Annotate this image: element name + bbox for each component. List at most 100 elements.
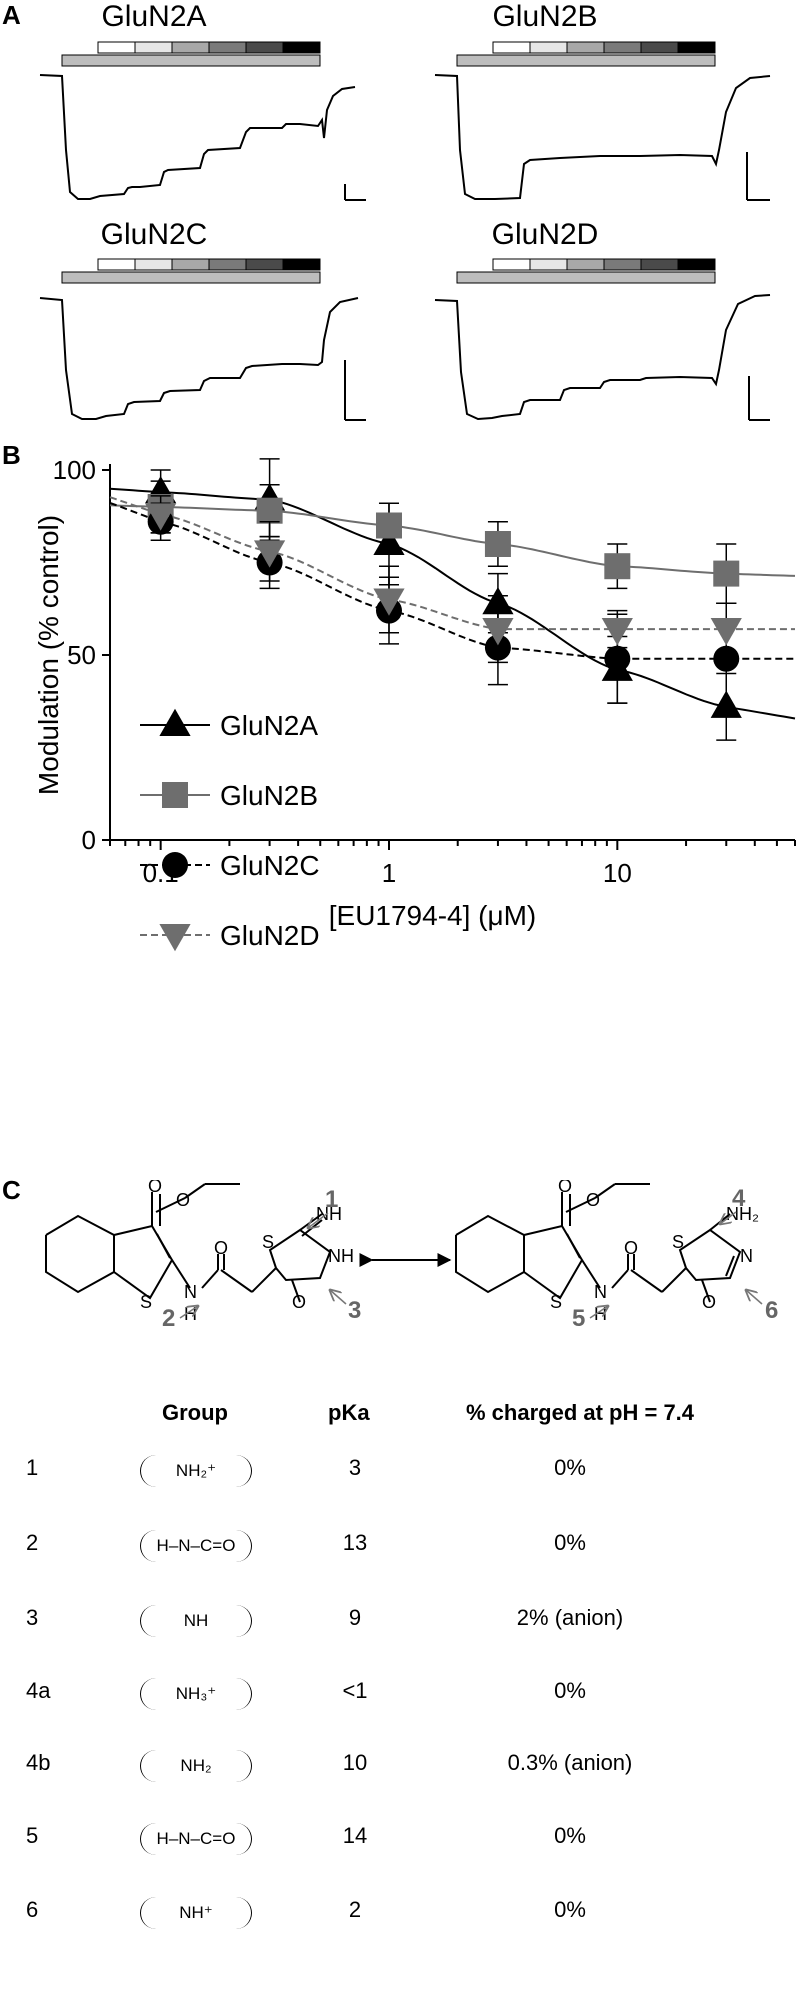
data-point-glun2c — [604, 645, 631, 672]
structure-left-atoms: O O S N H O S NH NH O — [140, 1180, 354, 1324]
data-point-glun2c — [713, 645, 740, 672]
trace-glun2a — [39, 41, 366, 201]
row-group-structure: NH₂⁺ — [140, 1455, 252, 1487]
data-point-glun2d — [710, 618, 742, 646]
current-trace-glun2a — [39, 74, 356, 200]
fit-curve-glun2a — [109, 487, 796, 720]
chemical-structures: O O S N H O S NH NH O O O S N H — [45, 1180, 778, 1332]
legend-label-glun2a: GluN2A — [220, 710, 318, 741]
trace-title-glun2d: GluN2D — [491, 218, 599, 251]
row-pka: 13 — [342, 1530, 368, 1555]
svg-text:O: O — [624, 1238, 638, 1258]
header-charged: % charged at pH = 7.4 — [466, 1400, 695, 1425]
data-point-glun2d — [373, 588, 405, 616]
x-axis-label: [EU1794-4] (μM) — [329, 900, 537, 931]
svg-text:N: N — [184, 1282, 197, 1302]
panel-letter-c: C — [2, 1175, 21, 1205]
data-point-glun2b — [256, 497, 283, 524]
trace-title-glun2a: GluN2A — [101, 0, 207, 33]
current-trace-glun2c — [39, 297, 359, 420]
legend-label-glun2b: GluN2B — [220, 780, 318, 811]
row-id: 1 — [26, 1455, 39, 1480]
row-id: 6 — [26, 1897, 39, 1922]
svg-text:NH₂: NH₂ — [726, 1204, 759, 1224]
data-point-glun2b — [713, 560, 740, 587]
svg-text:O: O — [558, 1180, 572, 1196]
svg-text:N: N — [740, 1246, 753, 1266]
svg-text:S: S — [550, 1292, 562, 1312]
scale-bar-glun2c — [344, 360, 366, 421]
scale-bar-glun2d — [748, 376, 770, 421]
row-pka: 10 — [342, 1750, 368, 1775]
svg-text:5: 5 — [572, 1305, 585, 1332]
svg-text:O: O — [702, 1292, 716, 1312]
legend-marker-glun2d — [159, 923, 191, 952]
legend-marker-glun2a — [159, 708, 191, 737]
structure-right-atoms: O O S N H O S NH₂ N O — [550, 1180, 759, 1324]
svg-text:S: S — [262, 1232, 274, 1252]
x-tick-label: 1 — [382, 858, 396, 888]
svg-text:O: O — [148, 1180, 162, 1196]
svg-text:O: O — [214, 1238, 228, 1258]
svg-text:S: S — [140, 1292, 152, 1312]
row-charged: 0% — [554, 1455, 586, 1480]
scale-bar-glun2a — [344, 184, 366, 201]
legend-marker-glun2b — [162, 782, 188, 808]
row-charged: 0% — [554, 1678, 586, 1703]
row-id: 4a — [26, 1678, 51, 1703]
svg-text:N: N — [594, 1282, 607, 1302]
row-pka: 14 — [342, 1823, 368, 1848]
row-id: 5 — [26, 1823, 39, 1848]
svg-text:6: 6 — [765, 1297, 778, 1324]
row-id: 3 — [26, 1605, 39, 1630]
header-pka: pKa — [328, 1400, 370, 1425]
header-group: Group — [162, 1400, 228, 1425]
row-group-structure: NH₃⁺ — [140, 1678, 252, 1710]
fit-curve-glun2d — [109, 496, 795, 631]
svg-text:O: O — [176, 1190, 190, 1210]
legend-marker-glun2c — [162, 852, 188, 878]
data-point-glun2d — [482, 618, 514, 646]
row-pka: 3 — [348, 1455, 362, 1480]
svg-text:O: O — [586, 1190, 600, 1210]
fit-curve-glun2b — [109, 504, 796, 577]
svg-text:2: 2 — [162, 1305, 175, 1332]
y-tick-label: 50 — [67, 640, 96, 670]
scale-bar-glun2b — [746, 152, 770, 201]
data-point-glun2d — [253, 540, 286, 568]
row-charged: 0% — [554, 1530, 586, 1555]
y-axis-label: Modulation (% control) — [33, 515, 64, 795]
structure-amine-tautomer — [455, 1183, 742, 1303]
y-tick-label: 0 — [82, 825, 96, 855]
svg-text:1: 1 — [325, 1186, 338, 1213]
structure-imine-tautomer — [45, 1183, 332, 1303]
trace-glun2c — [39, 258, 366, 421]
trace-glun2d — [434, 258, 771, 421]
svg-text:3: 3 — [348, 1297, 361, 1324]
concentration-bar-glun2c — [61, 258, 321, 284]
row-group-structure: NH — [140, 1605, 252, 1637]
legend-label-glun2c: GluN2C — [220, 850, 320, 881]
data-point-glun2d — [601, 618, 633, 646]
row-group-structure: NH⁺ — [140, 1897, 252, 1929]
row-charged: 0% — [554, 1897, 586, 1922]
row-charged: 0.3% (anion) — [507, 1750, 633, 1775]
row-id: 4b — [26, 1750, 51, 1775]
data-point-glun2d — [145, 503, 177, 531]
row-charged: 2% (anion) — [516, 1605, 624, 1630]
data-point-glun2b — [375, 512, 402, 539]
concentration-bar-glun2a — [61, 41, 321, 67]
trace-title-glun2b: GluN2B — [492, 0, 598, 33]
concentration-bar-glun2d — [456, 258, 716, 284]
row-pka: <1 — [342, 1678, 368, 1703]
current-trace-glun2d — [434, 294, 771, 421]
svg-text:NH: NH — [316, 1204, 342, 1224]
panel-letter-a: A — [2, 0, 21, 30]
y-tick-label: 100 — [53, 455, 96, 485]
trace-glun2b — [434, 41, 771, 201]
row-charged: 0% — [554, 1823, 586, 1848]
panel-letter-b: B — [2, 440, 21, 470]
svg-text:S: S — [672, 1232, 684, 1252]
svg-text:4: 4 — [732, 1185, 746, 1212]
